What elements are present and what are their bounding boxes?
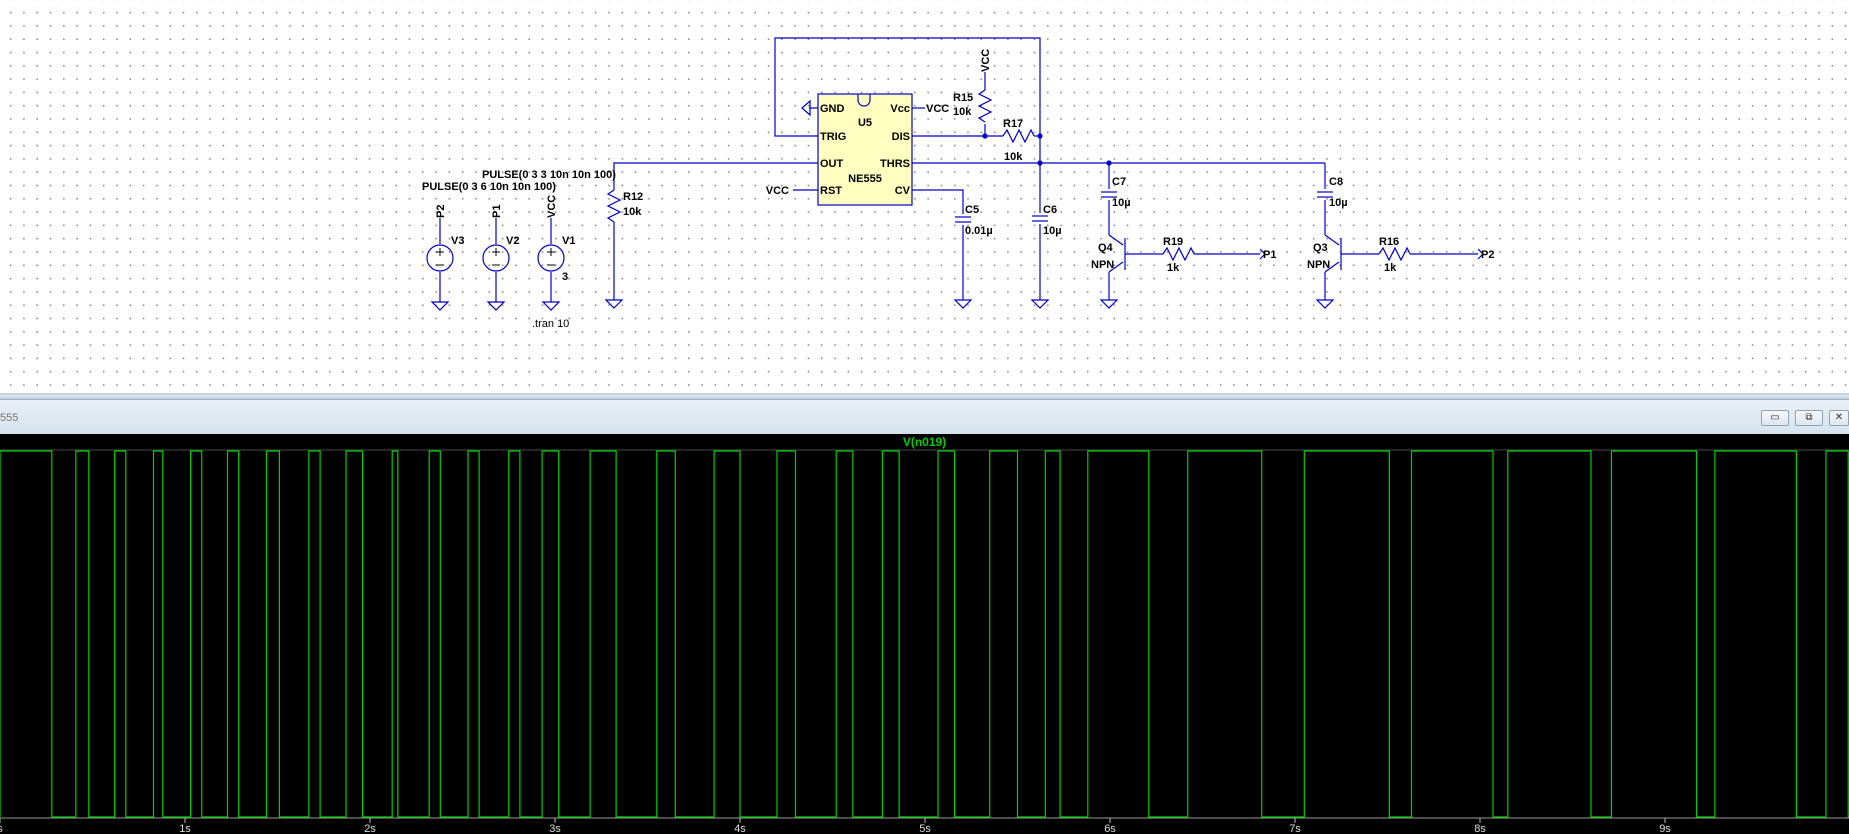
pin-trig-label: TRIG (820, 131, 846, 143)
x-tick-label-1: 1s (179, 823, 191, 834)
close-button[interactable]: ✕ (1829, 410, 1849, 426)
trace-title: V(n019) (903, 435, 946, 449)
ic-ref-label: U5 (858, 117, 872, 129)
v1-value: 3 (562, 271, 568, 283)
ic-model-label: NE555 (848, 173, 882, 185)
x-tick-label-3: 3s (549, 823, 561, 834)
c5-value: 0.01µ (965, 225, 993, 237)
x-tick-label-8: 8s (1474, 823, 1486, 834)
v1-net-label: VCC (546, 195, 558, 218)
vcc-net-label: VCC (926, 103, 949, 115)
r15-vcc-net-label: VCC (980, 49, 992, 72)
x-tick-label-9: 9s (1659, 823, 1671, 834)
c8-ref: C8 (1329, 176, 1343, 188)
p2-port-label: P2 (1481, 249, 1494, 261)
p1-port-label: P1 (1263, 249, 1276, 261)
r16-ref: R16 (1379, 236, 1399, 248)
r16-value: 1k (1384, 262, 1397, 274)
x-tick-label-6: 6s (1104, 823, 1116, 834)
pin-thrs-label: THRS (880, 158, 910, 170)
pin-gnd-label: GND (820, 103, 845, 115)
pin-out-label: OUT (820, 158, 844, 170)
c5-ref: C5 (965, 204, 979, 216)
schematic-drawing: GND Vcc TRIG DIS OUT THRS RST CV U5 NE55… (422, 37, 1494, 330)
q3-type: NPN (1307, 259, 1330, 271)
v1-voltage-source[interactable] (537, 218, 565, 302)
series-0-trace (0, 450, 1849, 818)
tran-directive[interactable]: .tran 10 (532, 318, 569, 330)
q4-type: NPN (1091, 259, 1114, 271)
v3-ref: V3 (451, 235, 464, 247)
waveform-chart: V(n019) s 1s 2s 3s 4s 5s 6s 7s 8s 9s (0, 435, 1849, 834)
q4-ref: Q4 (1098, 242, 1114, 254)
r17-value: 10k (1004, 151, 1023, 163)
rst-vcc-net-label: VCC (766, 185, 789, 197)
r12-resistor[interactable] (606, 189, 622, 223)
v2-voltage-source[interactable] (482, 218, 510, 302)
c7-ref: C7 (1112, 176, 1126, 188)
r19-resistor[interactable] (1162, 246, 1195, 262)
r15-value: 10k (953, 106, 972, 118)
pane-splitter[interactable] (0, 393, 1849, 399)
x-tick-label-4: 4s (734, 823, 746, 834)
plot-window-title: 555 (0, 412, 19, 424)
v2-ref: V2 (506, 235, 519, 247)
ne555-chip[interactable] (817, 93, 913, 206)
r17-ref: R17 (1003, 118, 1023, 130)
x-tick-label-0: s (0, 823, 3, 834)
p2-port-flag (1477, 248, 1484, 260)
v2-pulse-spec: PULSE(0 3 6 10n 10n 100) (422, 181, 556, 193)
plot-window-titlebar[interactable]: 555 ▭ ⧉ ✕ (0, 399, 1849, 434)
r17-resistor[interactable] (1002, 128, 1035, 144)
r16-resistor[interactable] (1378, 246, 1411, 262)
r15-resistor[interactable] (977, 89, 993, 123)
r12-ref: R12 (623, 191, 643, 203)
schematic-canvas[interactable]: GND Vcc TRIG DIS OUT THRS RST CV U5 NE55… (0, 0, 1849, 393)
c6-ref: C6 (1043, 204, 1057, 216)
x-tick-label-5: 5s (919, 823, 931, 834)
pin-rst-label: RST (820, 185, 842, 197)
v1-ref: V1 (562, 235, 575, 247)
r19-ref: R19 (1163, 236, 1183, 248)
r19-value: 1k (1167, 262, 1180, 274)
waveform-plot-pane[interactable]: V(n019) s 1s 2s 3s 4s 5s 6s 7s 8s 9s (0, 434, 1849, 834)
gnd-pin-symbol (801, 99, 811, 117)
pin-dis-label: DIS (892, 131, 910, 143)
v3-pulse-spec: PULSE(0 3 3 10n 10n 100) (482, 169, 616, 181)
x-tick-label-2: 2s (364, 823, 376, 834)
v3-net-label: P2 (435, 205, 447, 218)
ground-symbols (430, 299, 1335, 311)
pin-vcc-label: Vcc (890, 103, 910, 115)
p1-port-flag (1259, 248, 1266, 260)
minimize-button[interactable]: ▭ (1761, 410, 1789, 426)
pin-cv-label: CV (895, 185, 911, 197)
restore-button[interactable]: ⧉ (1795, 410, 1823, 426)
c7-value: 10µ (1112, 197, 1131, 209)
r12-value: 10k (623, 206, 642, 218)
q3-ref: Q3 (1313, 242, 1328, 254)
x-tick-label-7: 7s (1289, 823, 1301, 834)
v3-voltage-source[interactable] (426, 218, 454, 302)
c8-value: 10µ (1329, 197, 1348, 209)
c6-value: 10µ (1043, 225, 1062, 237)
v2-net-label: P1 (491, 205, 503, 218)
r15-ref: R15 (953, 92, 973, 104)
